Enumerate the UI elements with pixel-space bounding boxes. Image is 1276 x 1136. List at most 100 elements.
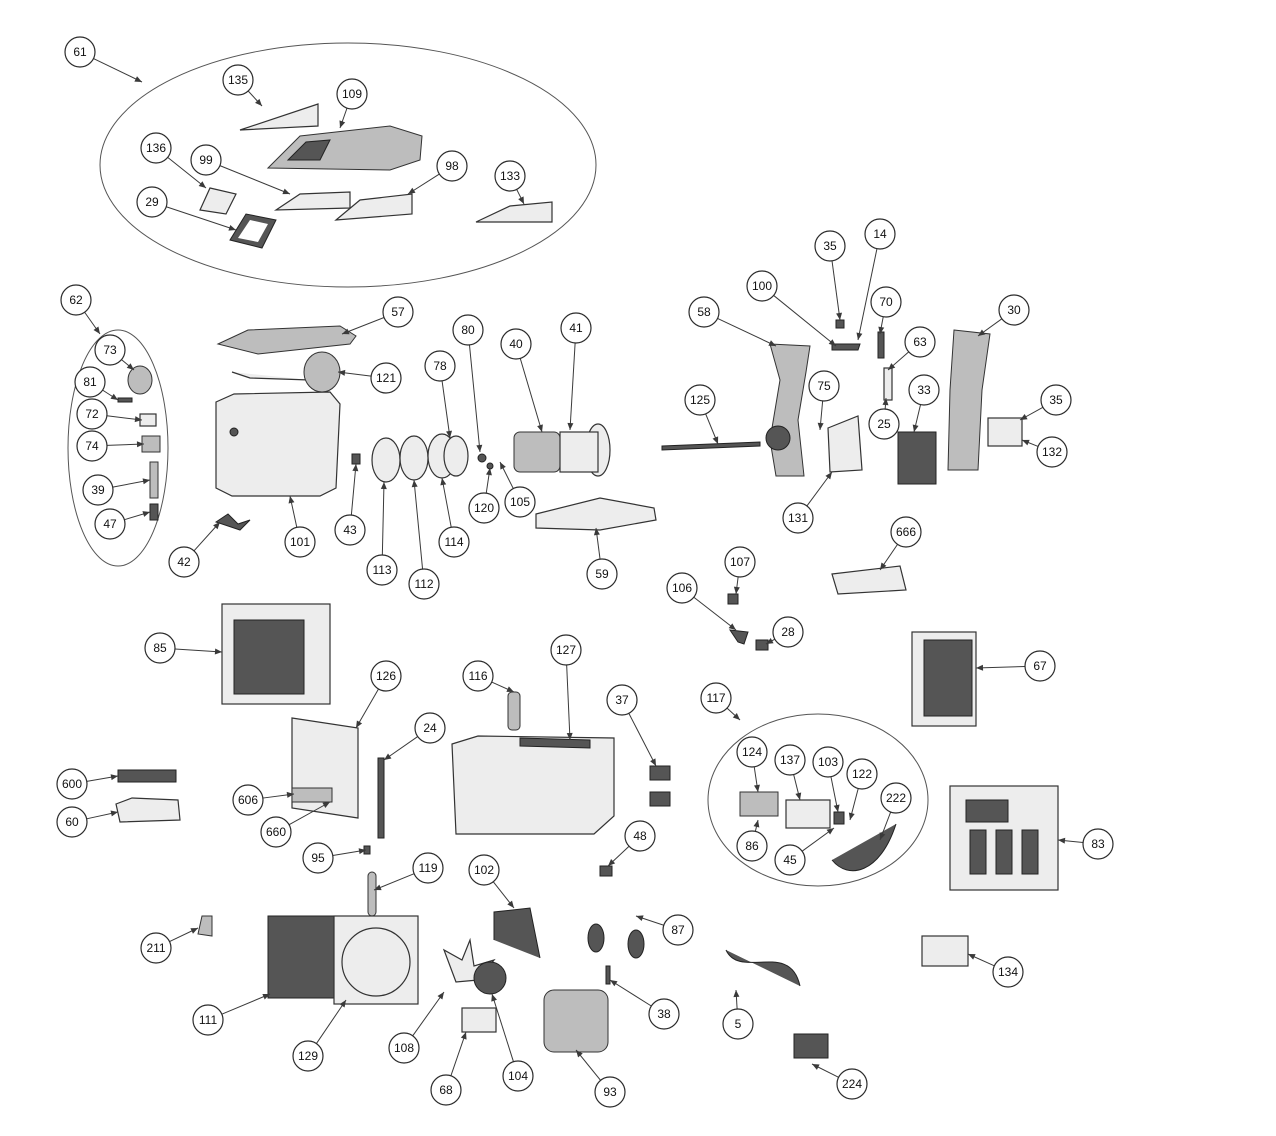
leader-99 — [219, 165, 291, 195]
part-83-window — [965, 799, 1009, 823]
part-39-drawing — [149, 461, 159, 499]
callout-114: 114 — [438, 526, 470, 558]
leader-arrow-59 — [593, 528, 600, 536]
callout-40-label: 40 — [509, 337, 523, 351]
callout-135: 135 — [222, 64, 254, 96]
leader-arrow-75 — [817, 422, 824, 430]
leader-arrow-666 — [880, 562, 887, 570]
leader-arrow-122 — [848, 812, 855, 820]
leader-arrow-98 — [408, 187, 416, 194]
callout-117: 117 — [700, 682, 732, 714]
leader-arrow-112 — [411, 480, 418, 488]
part-42-drawing — [214, 513, 251, 531]
callout-106-label: 106 — [672, 581, 692, 595]
callout-63-label: 63 — [913, 335, 927, 349]
leader-78 — [441, 380, 451, 439]
leader-arrow-14 — [856, 332, 863, 340]
part-81-drawing — [117, 397, 133, 403]
callout-41-label: 41 — [569, 321, 583, 335]
callout-48-label: 48 — [633, 829, 647, 843]
callout-58-label: 58 — [697, 305, 711, 319]
leader-arrow-119 — [374, 884, 382, 891]
leader-arrow-5 — [733, 990, 740, 998]
callout-78: 78 — [424, 350, 456, 382]
callout-74: 74 — [76, 430, 108, 462]
callout-131-label: 131 — [788, 511, 808, 525]
leader-arrow-47 — [142, 511, 150, 517]
leader-arrow-35b — [1020, 413, 1028, 420]
leader-arrow-87 — [636, 915, 644, 922]
leader-arrow-109 — [339, 120, 346, 128]
group-62-outline — [67, 329, 169, 567]
leader-arrow-38 — [610, 980, 618, 987]
leader-131 — [806, 471, 833, 507]
callout-80-label: 80 — [461, 323, 475, 337]
callout-112-label: 112 — [414, 577, 433, 591]
leader-108 — [412, 991, 445, 1037]
callout-222-label: 222 — [886, 791, 906, 805]
leader-100 — [773, 295, 837, 347]
callout-57: 57 — [382, 296, 414, 328]
callout-5-label: 5 — [735, 1017, 742, 1031]
callout-29: 29 — [136, 186, 168, 218]
leader-38 — [609, 979, 652, 1007]
callout-62: 62 — [60, 284, 92, 316]
part-28-drawing — [755, 639, 769, 651]
leader-arrow-85 — [214, 648, 222, 655]
part-63-drawing — [883, 367, 893, 401]
callout-606: 606 — [232, 784, 264, 816]
leader-arrow-43 — [352, 464, 359, 472]
leader-68 — [450, 1031, 467, 1076]
leader-104 — [491, 993, 514, 1062]
part-127-top — [519, 737, 591, 749]
callout-39: 39 — [82, 474, 114, 506]
part-58-hub — [765, 425, 791, 451]
leader-29 — [166, 206, 237, 231]
part-80-drawing — [477, 453, 487, 463]
leader-arrow-45 — [826, 828, 834, 835]
leader-arrow-81 — [110, 393, 118, 400]
callout-93: 93 — [594, 1076, 626, 1108]
callout-106: 106 — [666, 572, 698, 604]
part-124-drawing — [739, 791, 779, 817]
callout-14-label: 14 — [873, 227, 887, 241]
callout-102: 102 — [468, 854, 500, 886]
leader-arrow-28 — [766, 638, 774, 644]
callout-121: 121 — [370, 362, 402, 394]
callout-104-label: 104 — [508, 1069, 528, 1083]
callout-30: 30 — [998, 294, 1030, 326]
part-112-drawing — [399, 435, 429, 481]
leader-arrow-73 — [126, 363, 134, 370]
leader-arrow-660 — [322, 802, 330, 809]
callout-224-label: 224 — [842, 1077, 862, 1091]
callout-83-label: 83 — [1091, 837, 1105, 851]
part-41-body — [559, 431, 599, 473]
part-102-drawing — [493, 907, 541, 959]
callout-100: 100 — [746, 270, 778, 302]
callout-62-label: 62 — [69, 293, 83, 307]
callout-35b-label: 35 — [1049, 393, 1063, 407]
callout-120: 120 — [468, 492, 500, 524]
callout-95: 95 — [302, 842, 334, 874]
callout-60: 60 — [56, 806, 88, 838]
leader-arrow-137 — [795, 792, 802, 800]
leader-arrow-42 — [213, 522, 220, 530]
callout-109-label: 109 — [342, 87, 362, 101]
callout-137: 137 — [774, 744, 806, 776]
part-29-hole — [238, 220, 268, 242]
part-30-drawing — [947, 329, 991, 471]
part-106-drawing — [728, 629, 749, 645]
leader-arrow-61 — [134, 76, 142, 82]
callout-60-label: 60 — [65, 815, 79, 829]
part-67-grille — [923, 639, 973, 717]
callout-35b: 35 — [1040, 384, 1072, 416]
leader-arrow-131 — [825, 472, 832, 480]
callout-80: 80 — [452, 314, 484, 346]
leader-119 — [373, 873, 415, 891]
leader-arrow-606 — [286, 791, 294, 798]
leader-arrow-121 — [338, 369, 346, 376]
leader-111 — [221, 993, 271, 1015]
callout-40: 40 — [500, 328, 532, 360]
part-666-drawing — [831, 565, 907, 595]
